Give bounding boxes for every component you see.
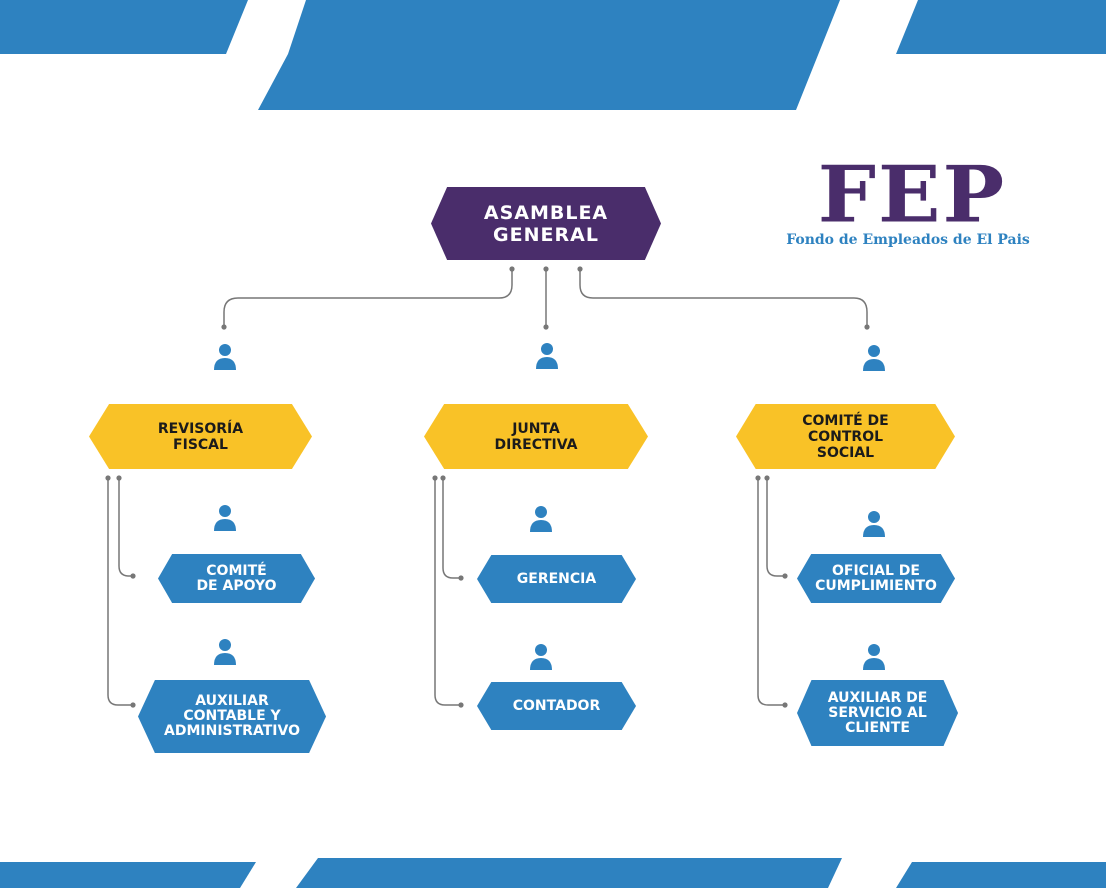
connector-comite-oficial [766, 478, 785, 577]
bottom-band-center [296, 858, 842, 888]
logo-subtitle: Fondo de Empleados de El Pais [786, 232, 1030, 248]
connector-revisoria-apoyo [118, 478, 133, 577]
node-label: JUNTA DIRECTIVA [494, 420, 578, 453]
person-icon [530, 506, 552, 532]
node-label: CONTADOR [512, 697, 601, 714]
connector-root-right [579, 270, 868, 326]
logo-mark: FEP [817, 149, 1007, 241]
top-band-center [258, 0, 840, 110]
node-comite-control-social: COMITÉ DE CONTROL SOCIAL [736, 404, 955, 469]
bottom-band-left [0, 862, 256, 888]
node-label: COMITÉ DE CONTROL SOCIAL [802, 412, 889, 461]
person-icon [536, 343, 558, 369]
person-icon [530, 644, 552, 670]
node-gerencia: GERENCIA [477, 555, 636, 603]
top-band-left [0, 0, 248, 54]
node-auxiliar-servicio-cliente: AUXILIAR DE SERVICIO AL CLIENTE [797, 680, 958, 746]
bottom-band-right [896, 862, 1106, 888]
node-comite-de-apoyo: COMITÉ DE APOYO [158, 554, 315, 603]
node-label: OFICIAL DE CUMPLIMIENTO [815, 562, 937, 594]
person-icon [214, 344, 236, 370]
node-label: ASAMBLEA GENERAL [483, 201, 609, 246]
node-asamblea-general: ASAMBLEA GENERAL [431, 187, 661, 260]
node-auxiliar-contable: AUXILIAR CONTABLE Y ADMINISTRATIVO [138, 680, 326, 753]
connector-revisoria-auxiliar [107, 478, 133, 706]
node-contador: CONTADOR [477, 682, 636, 730]
fep-logo: FEP Fondo de Empleados de El Pais [772, 149, 1052, 248]
node-label: COMITÉ DE APOYO [196, 562, 277, 594]
person-icon [214, 639, 236, 665]
node-label: AUXILIAR CONTABLE Y ADMINISTRATIVO [164, 693, 300, 739]
node-label: REVISORÍA FISCAL [157, 420, 244, 453]
top-band-right [896, 0, 1106, 54]
connector-root-left [223, 270, 513, 326]
person-icon [863, 345, 885, 371]
node-oficial-de-cumplimiento: OFICIAL DE CUMPLIMIENTO [797, 554, 955, 603]
node-revisoria-fiscal: REVISORÍA FISCAL [89, 404, 312, 469]
node-junta-directiva: JUNTA DIRECTIVA [424, 404, 648, 469]
connector-junta-contador [434, 478, 461, 706]
person-icon [863, 511, 885, 537]
connector-comite-auxiliar [757, 478, 785, 706]
person-icon [863, 644, 885, 670]
person-icon [214, 505, 236, 531]
node-label: AUXILIAR DE SERVICIO AL CLIENTE [827, 689, 928, 736]
connector-junta-gerencia [442, 478, 461, 579]
node-label: GERENCIA [516, 570, 597, 587]
